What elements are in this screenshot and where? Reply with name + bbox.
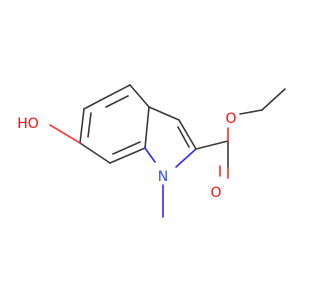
bond — [144, 106, 150, 149]
bond — [177, 126, 190, 148]
bond — [129, 84, 150, 108]
bond — [175, 148, 197, 168]
structure-canvas: HO O O N — [17, 84, 286, 218]
hydroxyl-label: HO — [17, 116, 39, 132]
bond — [239, 109, 263, 115]
bond — [261, 88, 286, 111]
carbonyl-oxygen-label: O — [210, 185, 221, 201]
bond — [144, 147, 156, 163]
bond — [100, 84, 131, 101]
pyrrole-ring — [144, 106, 197, 168]
benzene-ring — [79, 84, 150, 164]
hydroxyl-bond — [49, 124, 81, 144]
bond — [112, 141, 141, 155]
bond — [105, 95, 129, 108]
ester-oxygen-label: O — [225, 111, 236, 127]
bond — [148, 106, 180, 121]
nitrogen-label: N — [158, 169, 168, 185]
bond — [83, 99, 102, 110]
bond — [109, 147, 146, 164]
bond — [79, 142, 111, 164]
bond — [178, 119, 197, 150]
bond — [195, 140, 229, 150]
ester-group — [195, 88, 286, 179]
bond — [87, 112, 92, 138]
bond — [79, 108, 85, 144]
molecule-diagram: HO O O N — [17, 84, 286, 218]
